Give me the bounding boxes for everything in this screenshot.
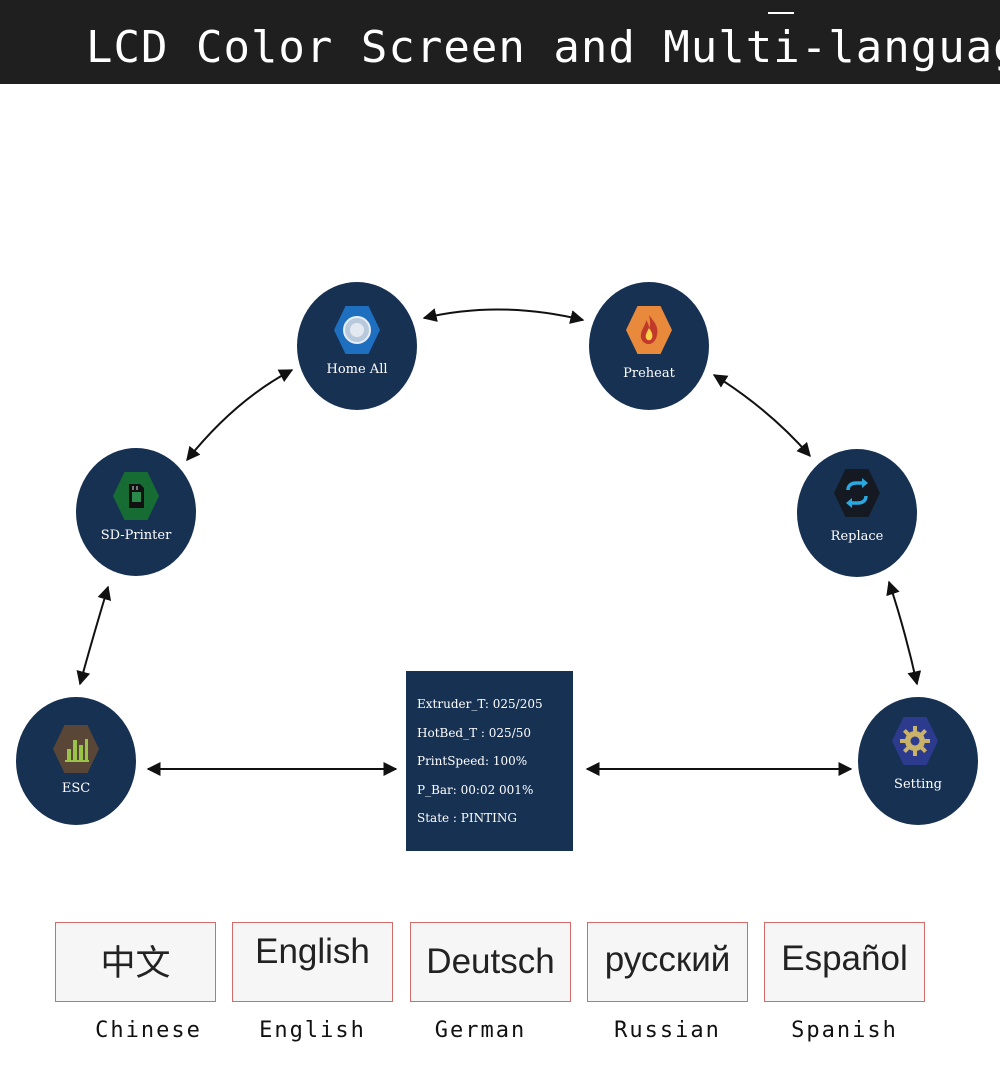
state-line: State : PINTING (417, 811, 517, 825)
caption-german: German (434, 1018, 527, 1043)
swap-icon (834, 469, 880, 517)
setting-button[interactable]: Setting (858, 697, 978, 825)
language-spanish[interactable]: Español (764, 922, 925, 1002)
banner-title: LCD Color Screen and Multi-language (86, 22, 1000, 73)
bar-chart-icon (53, 725, 99, 773)
caption-russian: Russian (614, 1018, 721, 1043)
language-german[interactable]: Deutsch (410, 922, 571, 1002)
language-spanish-native: Español (781, 939, 908, 978)
sd-printer-button[interactable]: SD-Printer (76, 448, 196, 576)
home-all-button[interactable]: Home All (297, 282, 417, 410)
caption-english: English (259, 1018, 366, 1043)
replace-button[interactable]: Replace (797, 449, 917, 577)
setting-label: Setting (894, 777, 942, 792)
arrow-preheat-replace (712, 374, 811, 458)
sd-card-icon (113, 472, 159, 520)
extruder-temp-line: Extruder_T: 025/205 (417, 697, 543, 711)
esc-label: ESC (61, 781, 91, 796)
home-all-label: Home All (326, 362, 388, 377)
home-icon (334, 306, 380, 354)
banner-dash (768, 12, 794, 14)
preheat-label: Preheat (623, 366, 675, 381)
title-banner: LCD Color Screen and Multi-language (0, 0, 1000, 84)
esc-button[interactable]: ESC (16, 697, 136, 825)
replace-label: Replace (830, 529, 884, 544)
language-russian[interactable]: русский (587, 922, 748, 1002)
caption-chinese: Chinese (95, 1018, 202, 1043)
print-speed-line: PrintSpeed: 100% (417, 754, 528, 768)
gear-icon (892, 717, 938, 765)
language-russian-native: русский (604, 940, 731, 979)
language-chinese[interactable]: 中文 (55, 922, 216, 1002)
sd-printer-label: SD-Printer (100, 528, 172, 543)
language-english[interactable]: English (232, 922, 393, 1002)
arrow-home-preheat (422, 308, 585, 324)
caption-spanish: Spanish (791, 1018, 898, 1043)
arrow-sd-esc (76, 585, 112, 686)
preheat-button[interactable]: Preheat (589, 282, 709, 410)
flame-icon (626, 306, 672, 354)
hotbed-temp-line: HotBed_T : 025/50 (417, 726, 532, 740)
print-status-panel: Extruder_T: 025/205 HotBed_T : 025/50 Pr… (406, 671, 573, 851)
language-german-native: Deutsch (426, 942, 555, 981)
progress-bar-line: P_Bar: 00:02 001% (417, 783, 534, 797)
arrow-sd-home (186, 369, 294, 462)
language-chinese-native: 中文 (100, 944, 171, 983)
arrow-replace-setting (886, 580, 922, 686)
language-english-native: English (255, 932, 370, 971)
